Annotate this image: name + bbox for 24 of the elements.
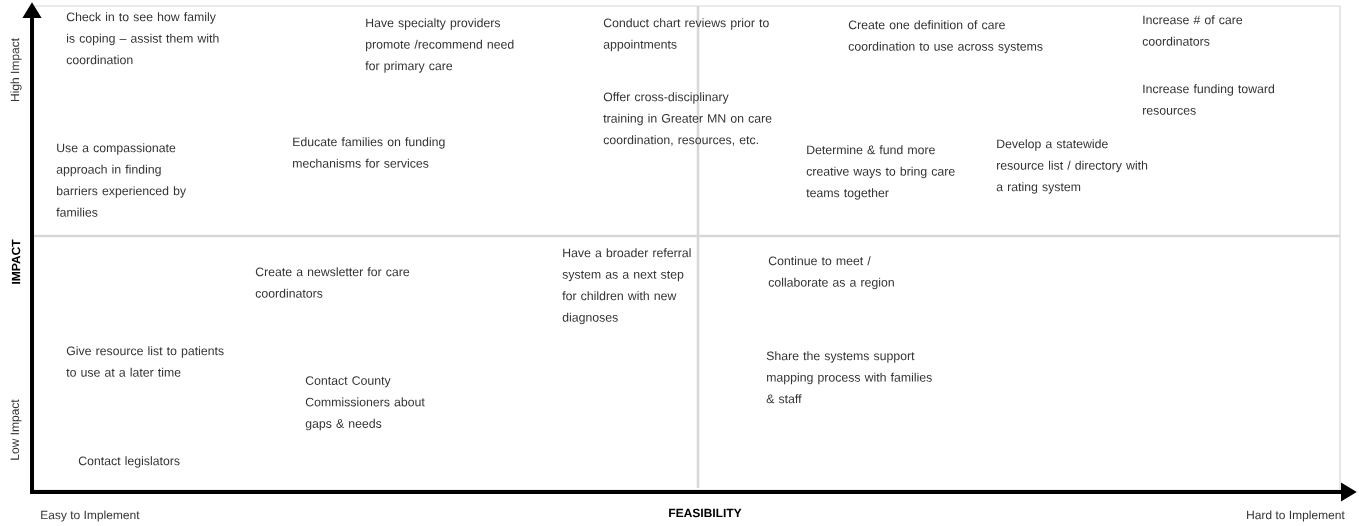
note-text: Offer cross-disciplinary training in Greater MN on care coordination, resources, etc. [603,92,772,146]
axis-label: Low Impact [10,399,22,460]
note-text: Have specialty providers promote /recommend need for primary care [365,18,514,73]
axis-title: FEASIBILITY [669,508,742,518]
note-text: Increase funding toward resources [1143,84,1274,115]
note-text: Check in to see how family is coping – assist them with coordination [66,12,219,65]
axis-label: High Impact [10,38,22,101]
note-text: Conduct chart reviews prior to appointments [603,18,769,52]
axis-title: IMPACT [11,239,21,284]
note-text: Contact legislators [78,456,180,468]
axis-label: Easy to Implement [41,510,140,522]
note-text: Share the systems support mapping process with families & staff [766,351,932,404]
note-text: Create one definition of care coordination to use across systems [848,20,1043,54]
note-text: Develop a statewide resource list / directory with a rating system [996,139,1148,194]
note-text: Increase # of care coordinators [1142,15,1243,46]
axis-label: Hard to Implement [1247,510,1345,522]
note-text: Use a compassionate approach in finding barriers experienced by families [56,143,187,217]
note-text: Create a newsletter for care coordinators [255,267,410,298]
note-text: Have a broader referral system as a next step for children with new diagnoses [562,248,691,325]
note-text: Give resource list to patients to use at a later time [66,346,224,377]
note-text: Determine & fund more creative ways to bring care teams together [806,145,955,200]
note-text: Continue to meet / collaborate as a region [768,256,894,290]
note-text: Educate families on funding mechanisms for services [293,137,445,168]
note-text: Contact County Commissioners about gaps & needs [305,376,425,431]
